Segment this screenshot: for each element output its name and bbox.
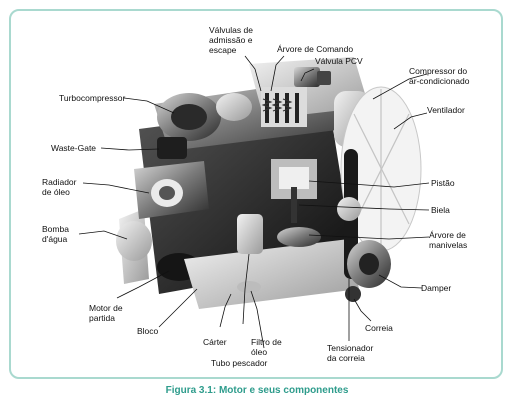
label-correia: Correia [365, 323, 393, 333]
label-turbocompressor: Turbocompressor [59, 93, 125, 103]
label-valvulas-2: admissão e [209, 35, 253, 45]
label-waste-gate: Waste-Gate [51, 143, 96, 153]
label-filtro-2: óleo [251, 347, 267, 357]
label-filtro-1: Filtro de [251, 337, 282, 347]
label-arvore-comando: Árvore de Comando [277, 44, 353, 54]
label-tensionador-2: da correia [327, 353, 365, 363]
label-damper: Damper [421, 283, 451, 293]
label-compressor-2: ar-condicionado [409, 76, 470, 86]
label-arvore-manivelas-2: manivelas [429, 240, 467, 250]
label-pistao: Pistão [431, 178, 455, 188]
label-compressor-1: Compressor do [409, 66, 467, 76]
label-bloco: Bloco [137, 326, 159, 336]
label-motor-partida-1: Motor de [89, 303, 123, 313]
label-valvulas-3: escape [209, 45, 237, 55]
engine-diagram: Válvulas de admissão e escape Árvore de … [42, 25, 470, 368]
label-carter: Cárter [203, 337, 227, 347]
label-radiador-2: de óleo [42, 187, 70, 197]
label-motor-partida-2: partida [89, 313, 115, 323]
label-valvula-pcv: Válvula PCV [315, 56, 363, 66]
leader-lines [78, 55, 430, 349]
component-labels: Válvulas de admissão e escape Árvore de … [42, 25, 470, 368]
engine-illustration [116, 57, 422, 309]
figure-caption: Figura 3.1: Motor e seus componentes [165, 385, 349, 396]
label-bomba-1: Bomba [42, 224, 69, 234]
label-tubo-pescador: Tubo pescador [211, 358, 268, 368]
label-tensionador-1: Tensionador [327, 343, 373, 353]
label-radiador-1: Radiador [42, 177, 77, 187]
label-valvulas-1: Válvulas de [209, 25, 253, 35]
label-arvore-manivelas-1: Árvore de [429, 230, 466, 240]
label-bomba-2: d'água [42, 234, 68, 244]
label-biela: Biela [431, 205, 450, 215]
label-ventilador: Ventilador [427, 105, 465, 115]
